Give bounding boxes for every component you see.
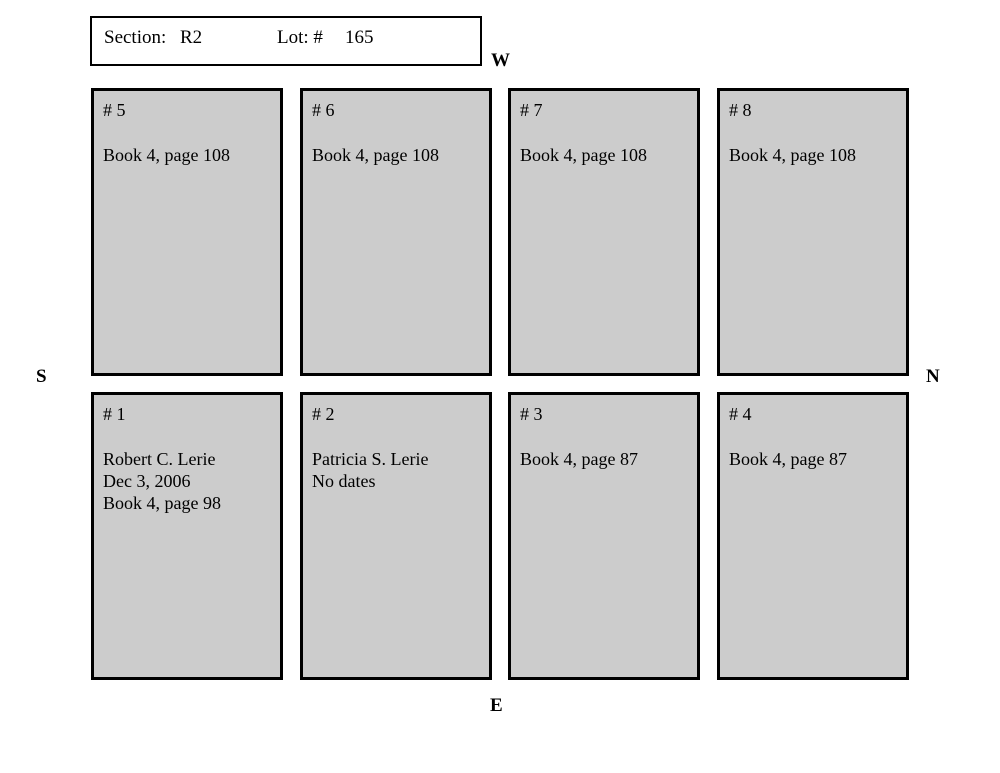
lot-label: Lot: #	[277, 27, 323, 48]
plot-detail-line: Dec 3, 2006	[103, 471, 191, 491]
plot-number-label: # 5	[103, 100, 126, 120]
plot-detail-line: Patricia S. Lerie	[312, 449, 429, 469]
plot-number-label: # 2	[312, 404, 335, 424]
compass-label-north: N	[926, 366, 940, 387]
plot-detail-line: Book 4, page 87	[729, 449, 847, 469]
plot-detail-line: Book 4, page 108	[729, 145, 856, 165]
plot-detail-line: Book 4, page 108	[312, 145, 439, 165]
plot-cell-7[interactable]: # 7 Book 4, page 108	[508, 88, 700, 376]
plot-details: Book 4, page 87	[729, 448, 900, 470]
plot-cell-4[interactable]: # 4 Book 4, page 87	[717, 392, 909, 680]
compass-label-west: W	[491, 50, 510, 71]
section-value: R2	[180, 27, 203, 48]
plot-detail-line: No dates	[312, 471, 376, 491]
plot-cell-8[interactable]: # 8 Book 4, page 108	[717, 88, 909, 376]
header-fields-row: Section: R2 Lot: # 165	[92, 25, 480, 51]
plot-detail-line: Book 4, page 108	[520, 145, 647, 165]
compass-label-east: E	[490, 695, 503, 716]
section-label: Section:	[104, 27, 167, 48]
plot-details: Book 4, page 87	[520, 448, 691, 470]
plot-cell-3[interactable]: # 3 Book 4, page 87	[508, 392, 700, 680]
plot-number-label: # 4	[729, 404, 752, 424]
plot-cell-5[interactable]: # 5 Book 4, page 108	[91, 88, 283, 376]
plot-number-label: # 6	[312, 100, 335, 120]
plot-detail-line: Book 4, page 108	[103, 145, 230, 165]
plot-number-label: # 7	[520, 100, 543, 120]
plot-detail-line: Book 4, page 87	[520, 449, 638, 469]
plot-details: Book 4, page 108	[312, 144, 483, 166]
plot-details: Book 4, page 108	[729, 144, 900, 166]
plot-number-label: # 1	[103, 404, 126, 424]
plot-detail-line: Robert C. Lerie	[103, 449, 216, 469]
plot-number-label: # 8	[729, 100, 752, 120]
plot-details: Book 4, page 108	[520, 144, 691, 166]
compass-label-south: S	[36, 366, 47, 387]
section-lot-header-box: Section: R2 Lot: # 165	[90, 16, 482, 66]
plot-detail-line: Book 4, page 98	[103, 493, 221, 513]
plot-cell-6[interactable]: # 6 Book 4, page 108	[300, 88, 492, 376]
plot-number-label: # 3	[520, 404, 543, 424]
lot-value: 165	[345, 27, 374, 48]
plot-details: Book 4, page 108	[103, 144, 274, 166]
